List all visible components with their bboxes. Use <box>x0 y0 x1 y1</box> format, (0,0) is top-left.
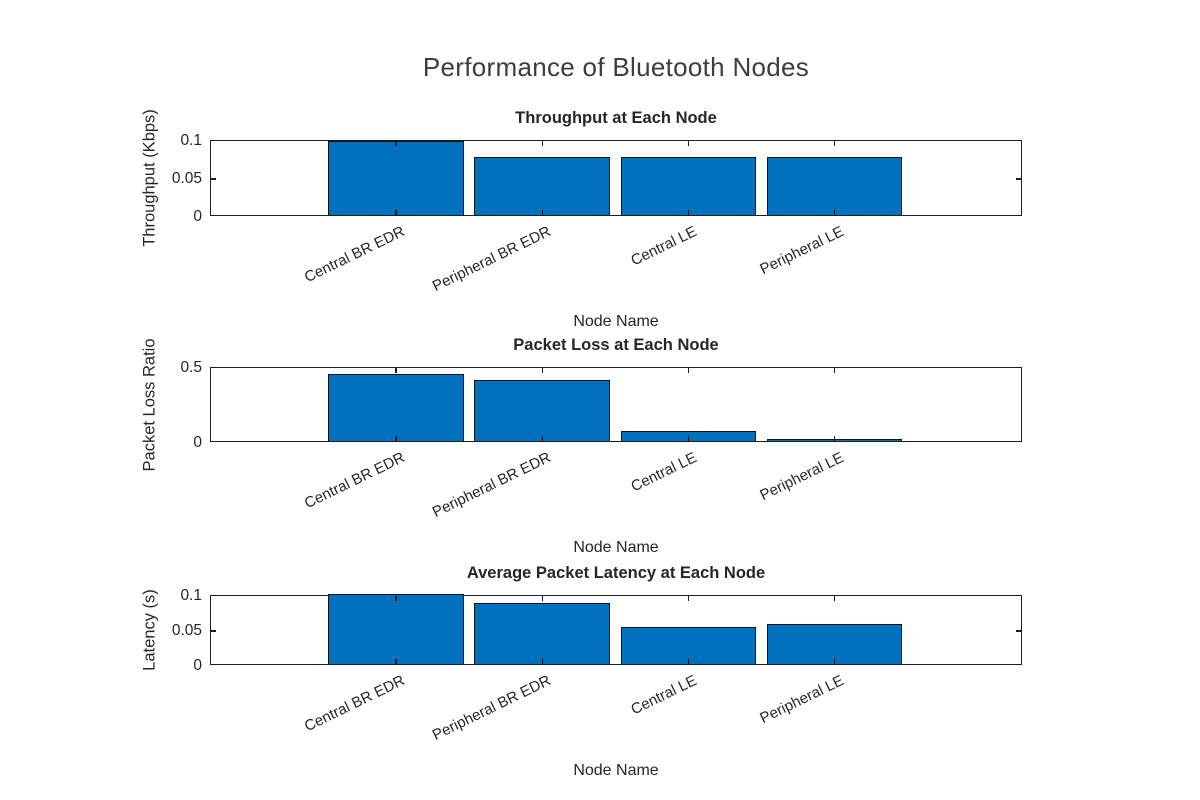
x-tick-label: Peripheral BR EDR <box>430 449 554 521</box>
x-tick-mark <box>833 659 836 664</box>
x-tick-label: Central LE <box>628 449 700 496</box>
x-tick-mark <box>687 659 690 664</box>
x-tick-mark <box>541 436 543 441</box>
x-tick-mark <box>395 436 397 441</box>
x-tick-mark <box>687 210 690 215</box>
x-tick-mark <box>687 596 690 601</box>
x-tick-mark <box>395 368 397 373</box>
figure-title: Performance of Bluetooth Nodes <box>422 52 810 82</box>
x-axis-label: Node Name <box>573 762 659 779</box>
bar <box>328 141 464 215</box>
subplot-title: Throughput at Each Node <box>515 109 717 127</box>
y-tick-mark <box>211 630 216 632</box>
y-tick-mark <box>211 178 216 180</box>
subplot-title: Packet Loss at Each Node <box>513 336 719 354</box>
x-tick-label: Central BR EDR <box>301 449 408 513</box>
x-axis-label: Node Name <box>573 539 659 556</box>
x-tick-mark <box>687 368 690 373</box>
x-tick-mark <box>833 436 836 441</box>
subplot-axes-box: Packet Loss at Each Node Packet Loss Rati… <box>141 336 1022 556</box>
x-tick-mark <box>833 210 836 215</box>
bar <box>766 624 903 664</box>
plot-area <box>211 141 1021 215</box>
x-tick-label: Peripheral LE <box>756 223 847 279</box>
y-tick-label: 0.05 <box>171 622 202 639</box>
bar <box>766 157 903 215</box>
y-tick-label: 0.5 <box>180 359 202 376</box>
x-tick-mark <box>541 368 543 373</box>
x-tick-mark <box>541 659 543 664</box>
bar <box>328 373 464 441</box>
y-tick-label: 0.1 <box>180 587 202 604</box>
x-tick-mark <box>395 141 397 146</box>
plot-area <box>211 594 1021 664</box>
bar <box>328 594 464 664</box>
y-tick-mark <box>1016 630 1021 632</box>
x-tick-label: Central BR EDR <box>301 672 408 736</box>
x-tick-mark <box>833 141 836 146</box>
y-tick-label: 0 <box>193 208 202 225</box>
subplot-title: Average Packet Latency at Each Node <box>466 564 766 582</box>
y-tick-mark <box>1016 178 1021 180</box>
y-tick-label: 0 <box>193 657 202 674</box>
subplot-axes-box: Throughput at Each Node Throughput (Kbps)… <box>141 109 1022 330</box>
x-tick-label: Peripheral BR EDR <box>430 223 554 295</box>
x-tick-mark <box>833 596 836 601</box>
y-tick-label: 0.1 <box>180 132 202 149</box>
x-tick-mark <box>833 368 836 373</box>
plot-area <box>211 368 1021 441</box>
x-tick-label: Peripheral LE <box>756 672 847 728</box>
bar <box>620 626 757 664</box>
y-axis-label: Latency (s) <box>140 589 159 671</box>
bar <box>620 430 757 441</box>
x-tick-mark <box>541 596 543 601</box>
x-tick-label: Central LE <box>628 672 700 719</box>
x-tick-mark <box>395 659 397 664</box>
bar <box>474 603 611 664</box>
x-tick-label: Peripheral LE <box>756 449 847 505</box>
y-axis-label: Throughput (Kbps) <box>140 109 159 247</box>
x-tick-label: Peripheral BR EDR <box>430 672 554 744</box>
bar <box>620 157 757 215</box>
x-tick-mark <box>687 141 690 146</box>
x-tick-label: Central LE <box>628 223 700 270</box>
x-tick-mark <box>395 210 397 215</box>
bar <box>474 379 611 441</box>
x-tick-mark <box>541 141 543 146</box>
x-tick-mark <box>541 210 543 215</box>
x-tick-mark <box>687 436 690 441</box>
y-tick-label: 0 <box>193 434 202 451</box>
x-axis-label: Node Name <box>573 313 659 330</box>
x-tick-label: Central BR EDR <box>301 223 408 287</box>
y-axis-label: Packet Loss Ratio <box>140 338 159 471</box>
y-tick-label: 0.05 <box>171 170 202 187</box>
bar <box>474 157 611 215</box>
x-tick-mark <box>395 596 397 601</box>
